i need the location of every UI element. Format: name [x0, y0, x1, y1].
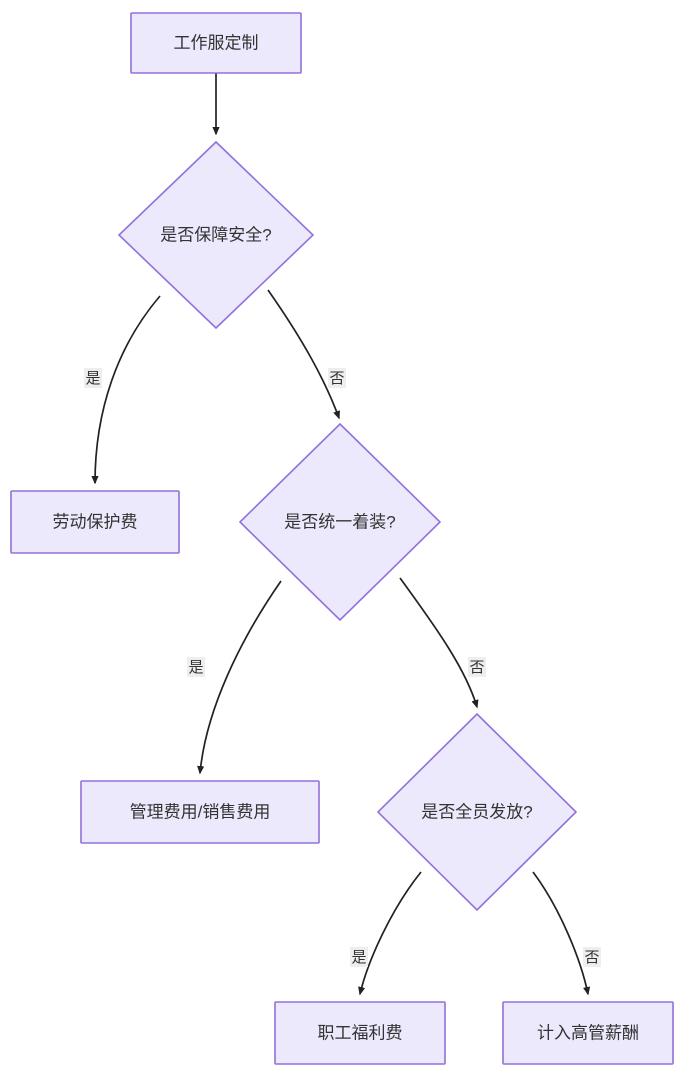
node-rect — [80, 780, 320, 844]
flow-node-d2[interactable]: 是否统一着装? — [238, 422, 442, 622]
edge-label-background — [468, 657, 486, 677]
flow-node-start[interactable]: 工作服定制 — [130, 12, 302, 74]
node-label: 是否统一着装? — [284, 512, 395, 531]
edge-label-text: 是 — [351, 949, 366, 966]
node-rect — [10, 490, 180, 554]
edge-label-background — [350, 947, 368, 967]
node-label: 职工福利费 — [318, 1023, 403, 1042]
flow-edge — [399, 577, 479, 709]
flow-node-welfare[interactable]: 职工福利费 — [274, 1001, 446, 1065]
node-label: 管理费用/销售费用 — [130, 802, 271, 821]
edge-label: 否 — [468, 657, 486, 677]
edge-label: 否 — [583, 947, 601, 967]
edge-label-text: 是 — [188, 659, 203, 676]
node-diamond — [376, 712, 578, 912]
node-diamond — [238, 422, 442, 622]
edge-label: 否 — [328, 368, 346, 388]
node-label: 工作服定制 — [174, 33, 259, 52]
edge-label-background — [583, 947, 601, 967]
node-rect — [502, 1001, 674, 1065]
edge-label: 是 — [187, 657, 205, 677]
edges-layer — [91, 73, 591, 996]
edge-label-text: 否 — [469, 659, 484, 676]
node-rect — [130, 12, 302, 74]
node-label: 是否保障安全? — [160, 225, 271, 244]
flow-node-exec[interactable]: 计入高管薪酬 — [502, 1001, 674, 1065]
node-label: 劳动保护费 — [53, 512, 138, 531]
node-diamond — [117, 140, 315, 330]
flow-node-d1[interactable]: 是否保障安全? — [117, 140, 315, 330]
flow-edge — [532, 871, 591, 996]
edge-label: 是 — [350, 947, 368, 967]
edge-label-background — [84, 368, 102, 388]
node-label: 计入高管薪酬 — [537, 1023, 639, 1042]
edge-label-text: 是 — [85, 370, 100, 387]
edge-label-background — [328, 368, 346, 388]
flow-edge — [91, 295, 161, 485]
edge-labels-layer: 是否是否是否 — [84, 368, 601, 967]
flow-node-d3[interactable]: 是否全员发放? — [376, 712, 578, 912]
node-label: 是否全员发放? — [421, 802, 532, 821]
flow-edge — [267, 289, 340, 420]
flow-node-labor[interactable]: 劳动保护费 — [10, 490, 180, 554]
edge-label-text: 否 — [329, 370, 344, 387]
flow-edge — [358, 871, 422, 996]
edge-label: 是 — [84, 368, 102, 388]
flow-edge — [197, 580, 282, 775]
edge-label-text: 否 — [584, 949, 599, 966]
node-rect — [274, 1001, 446, 1065]
flow-node-admin[interactable]: 管理费用/销售费用 — [80, 780, 320, 844]
edge-label-background — [187, 657, 205, 677]
